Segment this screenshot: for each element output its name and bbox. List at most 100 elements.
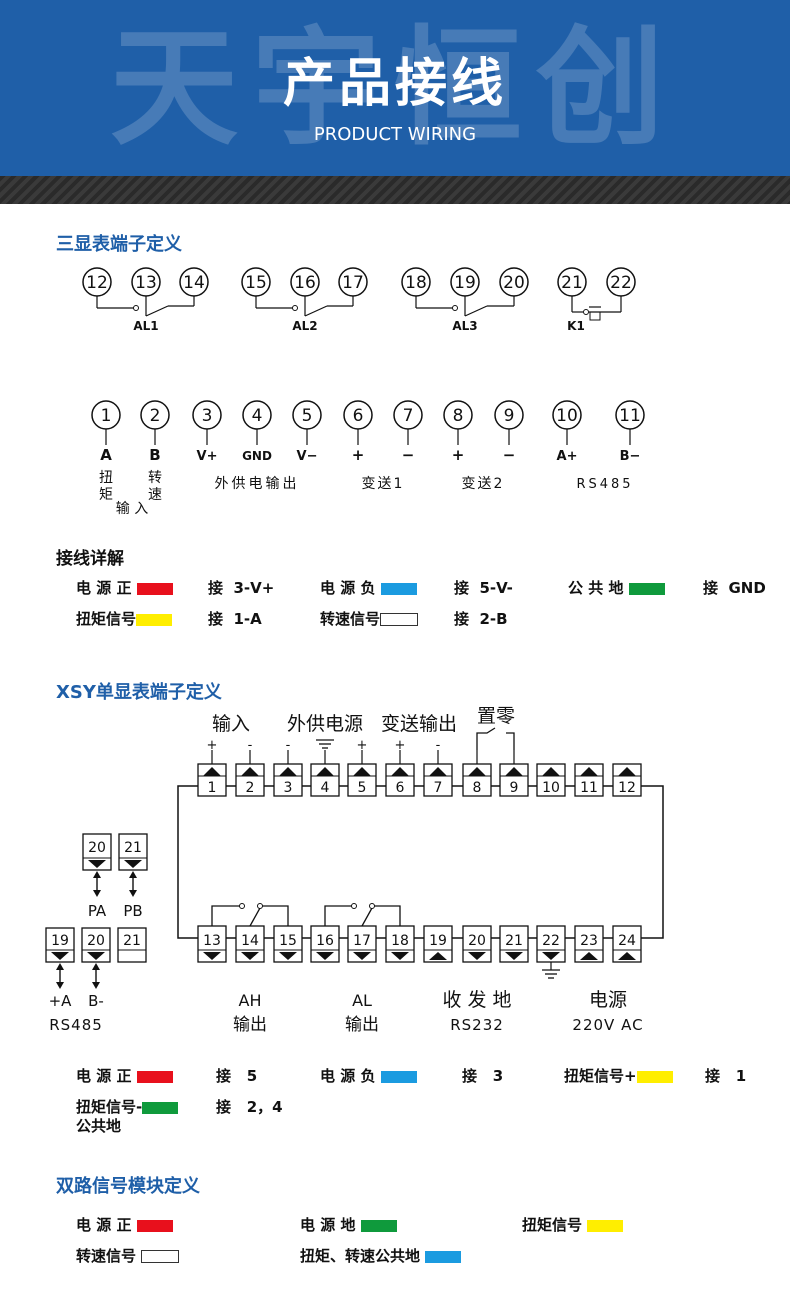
rs485-terminal-number-19: 19 bbox=[51, 933, 69, 949]
legend2-torque-positive: 扭矩信号+ bbox=[564, 1066, 673, 1086]
rs485-terminal-number-20: 20 bbox=[87, 933, 105, 949]
group-input-label: 输 入 bbox=[116, 501, 148, 517]
bottom-terminal-arrow bbox=[542, 952, 560, 960]
page-title: 产品接线 bbox=[282, 54, 507, 114]
rs485-terminal-arrow bbox=[51, 952, 69, 960]
top-terminal-arrow bbox=[353, 767, 371, 776]
terminal-10-number: 10 bbox=[556, 406, 578, 426]
group-ext-power-label: 外供电输出 bbox=[215, 476, 300, 492]
top-terminal-arrow bbox=[203, 767, 221, 776]
top-terminal-number-7: 7 bbox=[434, 780, 443, 796]
bottom-terminal-arrow bbox=[468, 952, 486, 960]
top-terminal-arrow bbox=[391, 767, 409, 776]
top-terminal-number-1: 1 bbox=[208, 780, 217, 796]
blue-swatch bbox=[380, 1070, 417, 1083]
top-terminal-number-3: 3 bbox=[284, 780, 293, 796]
relay-terminal-22-number: 22 bbox=[610, 273, 632, 293]
top-terminal-number-12: 12 bbox=[618, 780, 636, 796]
top-terminal-sign: + bbox=[207, 738, 218, 753]
divider-stripe bbox=[0, 176, 790, 204]
top-terminal-number-6: 6 bbox=[396, 780, 405, 796]
wiring-title: 接线详解 bbox=[56, 549, 124, 569]
al-output-label: 输出 bbox=[345, 1015, 379, 1035]
meter-housing bbox=[177, 785, 664, 939]
relay-switch bbox=[304, 305, 328, 317]
group-torque-label: 扭 bbox=[99, 470, 113, 486]
legend2-torque-negative-target: 接 2，4 bbox=[216, 1098, 283, 1116]
bottom-terminal-arrow bbox=[580, 952, 598, 960]
bottom-terminal-number-18: 18 bbox=[391, 933, 409, 949]
section-title-three-display: 三显表端子定义 bbox=[56, 234, 182, 255]
top-terminal-arrow bbox=[279, 767, 297, 776]
module-power-positive: 电 源 正 bbox=[76, 1215, 173, 1235]
alarm-relay-wire bbox=[324, 905, 354, 926]
legend2-torque-positive-target: 接 1 bbox=[705, 1067, 747, 1085]
ah-output-label: 输出 bbox=[233, 1015, 267, 1035]
alarm-relay-wire bbox=[374, 905, 401, 926]
alarm-relay-switch bbox=[249, 907, 261, 927]
xsy-input-label: 输入 bbox=[212, 713, 250, 735]
terminal-signal-10: A+ bbox=[557, 449, 578, 464]
relay-terminal-18-number: 18 bbox=[405, 273, 427, 293]
banner: 天宇恒创 产品接线 PRODUCT WIRING bbox=[0, 0, 790, 176]
terminal-signal-5: V− bbox=[297, 449, 318, 464]
group-trans1-label: 变送1 bbox=[362, 476, 405, 492]
pa-terminal-arrow bbox=[124, 860, 142, 868]
bottom-terminal-number-20: 20 bbox=[468, 933, 486, 949]
relay-label-AL2: AL2 bbox=[292, 319, 317, 333]
top-terminal-arrow bbox=[505, 767, 523, 776]
top-terminal-number-11: 11 bbox=[580, 780, 598, 796]
relay-contact bbox=[292, 305, 298, 311]
bottom-terminal-number-16: 16 bbox=[316, 933, 334, 949]
terminal-11-number: 11 bbox=[619, 406, 641, 426]
top-terminal-number-8: 8 bbox=[473, 780, 482, 796]
terminal-4-number: 4 bbox=[252, 406, 263, 426]
terminal-signal-1: A bbox=[100, 446, 112, 464]
white-swatch bbox=[141, 1250, 180, 1263]
top-terminal-sign: - bbox=[286, 738, 291, 753]
pa-arrow-head bbox=[93, 890, 101, 897]
white-swatch bbox=[380, 613, 419, 626]
relay-contact bbox=[452, 305, 458, 311]
yellow-swatch bbox=[136, 613, 173, 626]
rs232-pins-label: 收 发 地 bbox=[442, 989, 511, 1011]
group-trans2-label: 变送2 bbox=[462, 476, 505, 492]
power-label: 电源 bbox=[589, 989, 627, 1011]
top-terminal-sign: - bbox=[248, 738, 253, 753]
banner-watermark: 天宇恒创 bbox=[110, 14, 679, 163]
legend2-power-negative-target: 接 3 bbox=[462, 1067, 504, 1085]
bottom-terminal-number-17: 17 bbox=[353, 933, 371, 949]
top-terminal-arrow bbox=[618, 767, 636, 776]
bottom-terminal-14 bbox=[235, 925, 265, 963]
top-terminal-arrow bbox=[241, 767, 259, 776]
relay-label-AL1: AL1 bbox=[133, 319, 158, 333]
bottom-terminal-number-19: 19 bbox=[429, 933, 447, 949]
legend-torque-signal-target: 接 1-A bbox=[208, 610, 262, 628]
rs485-arrow-head bbox=[92, 963, 100, 970]
terminal-6-number: 6 bbox=[353, 406, 364, 426]
relay-terminal-15-number: 15 bbox=[245, 273, 267, 293]
bottom-terminal-arrow bbox=[316, 952, 334, 960]
xsy-trans-label: 变送输出 bbox=[381, 713, 457, 735]
relay-contact bbox=[133, 305, 139, 311]
top-terminal-arrow bbox=[542, 767, 560, 776]
pa-terminal-number-21: 21 bbox=[124, 840, 142, 856]
zero-switch-icon bbox=[476, 727, 496, 750]
relay-terminal-13-number: 13 bbox=[135, 273, 157, 293]
alarm-relay-contact bbox=[257, 903, 263, 909]
pa-arrow-head bbox=[129, 890, 137, 897]
group-speed-label: 转 bbox=[148, 470, 162, 486]
legend2-power-negative: 电 源 负 bbox=[320, 1066, 417, 1086]
relay-terminal-20-number: 20 bbox=[503, 273, 525, 293]
legend-torque-signal: 扭矩信号 bbox=[76, 609, 173, 629]
bottom-terminal-arrow bbox=[241, 952, 259, 960]
terminal-7-number: 7 bbox=[403, 406, 414, 426]
relay-button bbox=[589, 311, 601, 321]
rs485-arrow-head bbox=[56, 963, 64, 970]
terminal-2-number: 2 bbox=[150, 406, 161, 426]
pa-terminal-arrow bbox=[88, 860, 106, 868]
terminal-5-number: 5 bbox=[302, 406, 313, 426]
legend2-power-positive-target: 接 5 bbox=[216, 1067, 258, 1085]
